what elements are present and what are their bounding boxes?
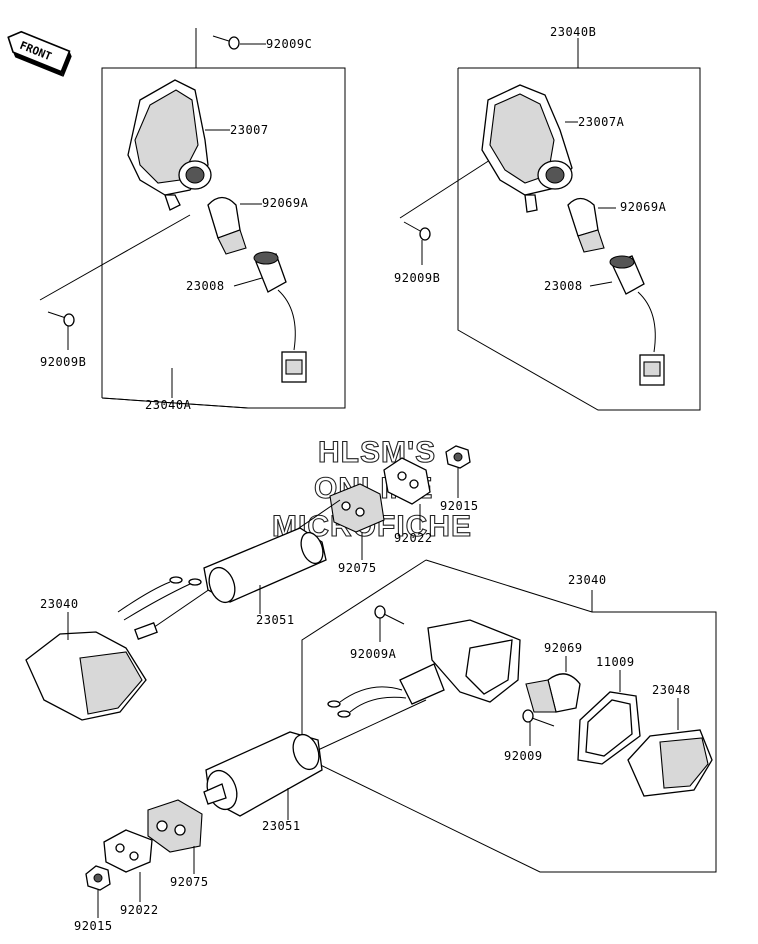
washer-92022-top	[383, 457, 431, 530]
label-92009A: 92009A	[350, 647, 397, 661]
screw-92009	[522, 709, 555, 746]
label-23051-bottom: 23051	[262, 819, 301, 833]
lens-23007A	[481, 84, 573, 213]
housing-23040-right	[327, 619, 521, 718]
cover-23051-top	[203, 527, 327, 614]
label-23007A: 23007A	[578, 115, 625, 129]
bulb-92069A-left	[207, 196, 247, 255]
grommet-92075-bottom	[147, 799, 203, 874]
turn-signal-left	[25, 499, 341, 721]
label-23051-top: 23051	[256, 613, 295, 627]
label-92075-bottom: 92075	[170, 875, 209, 889]
label-23040A: 23040A	[145, 398, 192, 412]
gasket-11009	[577, 670, 641, 765]
assembly-23040A-box	[39, 28, 346, 409]
label-92015-top: 92015	[440, 499, 479, 513]
label-11009: 11009	[596, 655, 635, 669]
label-23008-left: 23008	[186, 279, 225, 293]
watermark-line1: HLSM'S	[318, 436, 436, 469]
label-92075-top: 92075	[338, 561, 377, 575]
label-23048: 23048	[652, 683, 691, 697]
label-23008-right: 23008	[544, 279, 583, 293]
label-92009B-left: 92009B	[40, 355, 86, 369]
screw-92009B-left	[47, 311, 75, 350]
washer-92022-bottom	[103, 829, 153, 902]
label-92069: 92069	[544, 641, 583, 655]
socket-23008-left	[253, 251, 307, 383]
label-23007: 23007	[230, 123, 269, 137]
label-23040-right: 23040	[568, 573, 607, 587]
screw-92009C	[212, 35, 266, 50]
label-92022-bottom: 92022	[120, 903, 159, 917]
grommet-92075-top	[329, 483, 385, 560]
cover-23051-bottom	[203, 731, 323, 820]
label-92022-top: 92022	[394, 531, 433, 545]
label-23040-left: 23040	[40, 597, 79, 611]
bulb-92069	[525, 656, 581, 713]
label-92009: 92009	[504, 749, 543, 763]
label-92069A-left: 92069A	[262, 196, 309, 210]
socket-23008-right	[609, 255, 665, 386]
nut-92015-top	[445, 445, 471, 498]
screw-92009B-right	[403, 221, 431, 265]
bulb-92069A-right	[567, 197, 605, 253]
assembly-23040B-box	[399, 38, 701, 411]
label-92069A-right: 92069A	[620, 200, 667, 214]
nut-92015-bottom	[85, 865, 111, 918]
lens-23007	[127, 79, 212, 211]
label-92009B-right: 92009B	[394, 271, 440, 285]
label-92009C: 92009C	[266, 37, 312, 51]
lens-23048	[627, 698, 713, 797]
label-92015-bottom: 92015	[74, 919, 113, 933]
screw-92009A	[374, 605, 405, 642]
label-23040B: 23040B	[550, 25, 596, 39]
assembly-23040-right-box	[301, 559, 717, 873]
front-arrow-icon: FRONT	[7, 30, 72, 77]
